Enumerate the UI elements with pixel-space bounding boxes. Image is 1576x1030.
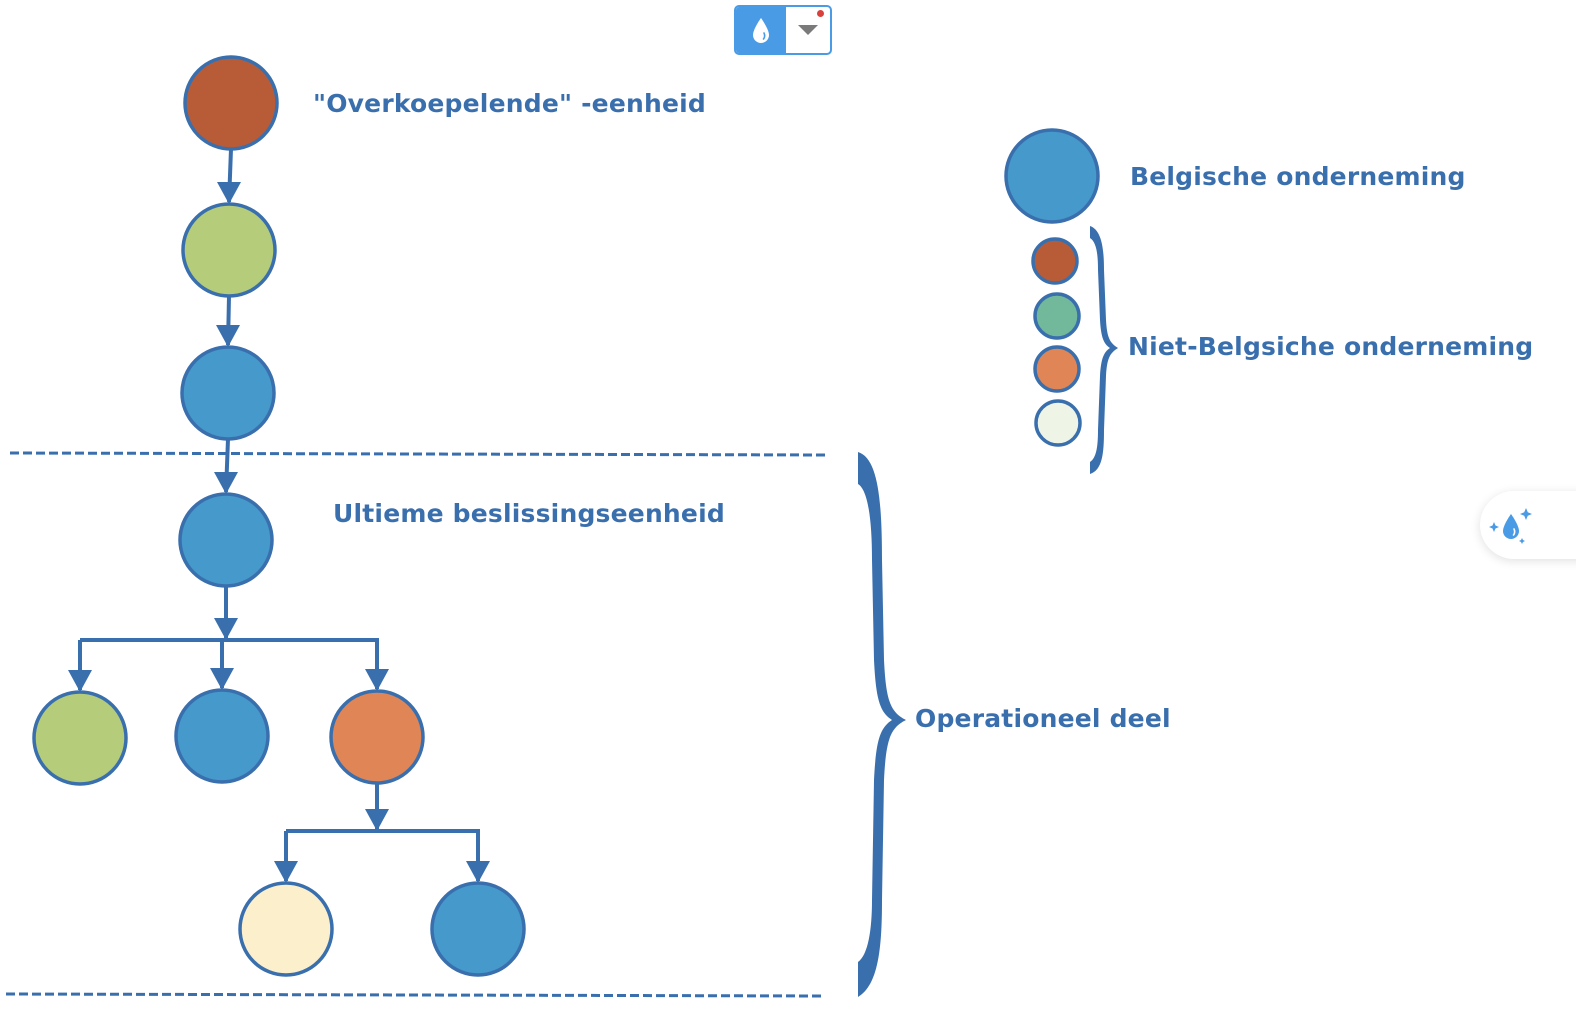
arrow-head-op3 — [365, 669, 389, 691]
legend-belgian-label: Belgische onderneming — [1130, 162, 1466, 191]
node-op1 — [32, 690, 128, 786]
arrow-head-mid2 — [216, 325, 240, 347]
lower-boundary-dashed-line — [5, 992, 823, 998]
nodes-layer — [32, 55, 526, 977]
node-top — [183, 55, 279, 151]
arrow-head-op5 — [466, 861, 490, 883]
notification-dot — [817, 10, 824, 17]
legend-non-belgian-swatch-rust — [1031, 237, 1079, 285]
arrow-head-trunk-op3 — [365, 809, 389, 831]
legend-non-belgian-swatch-teal — [1033, 292, 1081, 340]
node-op4 — [238, 881, 334, 977]
arrow-head-mid1 — [217, 182, 241, 204]
node-ultimate — [178, 492, 274, 588]
node-op5 — [430, 881, 526, 977]
arrow-head-op2 — [210, 668, 234, 690]
legend-non-belgian-swatch-orange — [1033, 345, 1081, 393]
operational-brace — [858, 452, 906, 997]
node-mid2 — [180, 345, 276, 441]
water-drop-icon — [753, 18, 769, 43]
ultimate-unit-label: Ultieme beslissingseenheid — [333, 499, 725, 528]
floating-toolbar — [734, 5, 832, 55]
arrow-head-trunk-ultimate — [214, 618, 238, 640]
operational-part-label: Operationeel deel — [915, 704, 1171, 733]
arrow-head-ultimate — [214, 472, 238, 494]
arrow-head-op4 — [274, 861, 298, 883]
arrow-head-op1 — [68, 670, 92, 692]
sparkle-drop-icon — [1489, 508, 1532, 544]
side-assistant-widget[interactable] — [1480, 491, 1576, 559]
legend-non-belgian-swatch-pale_green — [1034, 399, 1082, 447]
dropdown-menu-button[interactable] — [786, 7, 830, 53]
legend-brace — [1090, 226, 1118, 474]
edges-layer — [68, 148, 490, 883]
node-mid1 — [181, 202, 277, 298]
upper-boundary-dashed-line — [9, 451, 829, 457]
legend-belgian-swatch — [1004, 128, 1100, 224]
legend — [1004, 128, 1100, 447]
node-op3 — [329, 689, 425, 785]
water-drop-button[interactable] — [736, 7, 786, 53]
top-unit-label: "Overkoepelende" -eenheid — [313, 89, 707, 118]
caret-down-icon — [798, 25, 818, 35]
node-op2 — [174, 688, 270, 784]
legend-non-belgian-label: Niet-Belgsiche onderneming — [1128, 332, 1534, 361]
